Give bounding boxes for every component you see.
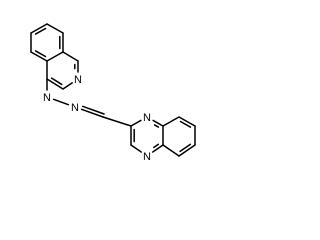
- nitrogen-atom-label: N: [143, 151, 151, 163]
- double-bond: [152, 144, 164, 153]
- nitrogen-atom-label: N: [143, 112, 151, 124]
- single-bond: [102, 116, 132, 127]
- double-bond-inner-line: [34, 27, 47, 35]
- double-bond-inner-line: [50, 77, 63, 86]
- double-bond: [46, 78, 64, 90]
- bond-layer: [30, 23, 196, 157]
- single-bond: [62, 82, 73, 90]
- single-bond: [52, 98, 70, 106]
- atom-label-layer: N N N N N: [43, 74, 151, 163]
- nitrogen-atom-label: N: [74, 74, 82, 86]
- double-bond-inner-line: [179, 143, 192, 153]
- double-bond: [30, 51, 48, 62]
- single-bond: [46, 51, 64, 62]
- single-bond: [62, 51, 79, 62]
- double-bond: [80, 108, 104, 118]
- double-bond-second-line: [81, 105, 105, 115]
- single-bond: [162, 144, 180, 157]
- double-bond-inner-line: [179, 120, 192, 128]
- double-bond: [178, 116, 196, 127]
- double-bond: [30, 23, 48, 34]
- double-bond-inner-line: [153, 124, 160, 128]
- double-bond: [152, 119, 164, 127]
- single-bond: [46, 23, 64, 34]
- nitrogen-atom-label: N: [71, 102, 79, 114]
- double-bond: [178, 144, 196, 157]
- double-bond-inner-line: [34, 50, 47, 58]
- double-bond-inner-line: [153, 143, 160, 149]
- single-bond: [162, 116, 180, 127]
- single-bond: [130, 144, 142, 153]
- nitrogen-atom-label: N: [43, 92, 51, 104]
- single-bond: [130, 119, 142, 127]
- chemical-structure-diagram: N N N N N: [30, 23, 196, 163]
